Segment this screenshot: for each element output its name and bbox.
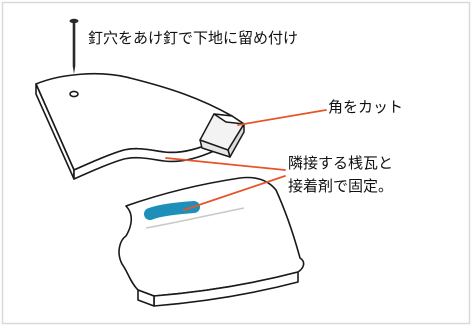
leader-adjacent-lower <box>183 175 286 211</box>
adjacent-tile-label-line1: 隣接する桟瓦と <box>288 154 393 172</box>
leader-corner-cut <box>237 109 327 126</box>
nail-instruction-label: 釘穴をあけ釘で下地に留め付け <box>88 29 298 47</box>
corner-cut-label: 角をカット <box>328 98 403 116</box>
upper-tile <box>35 72 233 180</box>
leader-adjacent-upper <box>165 157 286 171</box>
leader-lines <box>165 109 327 211</box>
cut-corner-piece <box>199 113 245 158</box>
adjacent-tile-label-line2: 接着剤で固定。 <box>288 177 393 195</box>
nail-icon <box>69 18 79 74</box>
